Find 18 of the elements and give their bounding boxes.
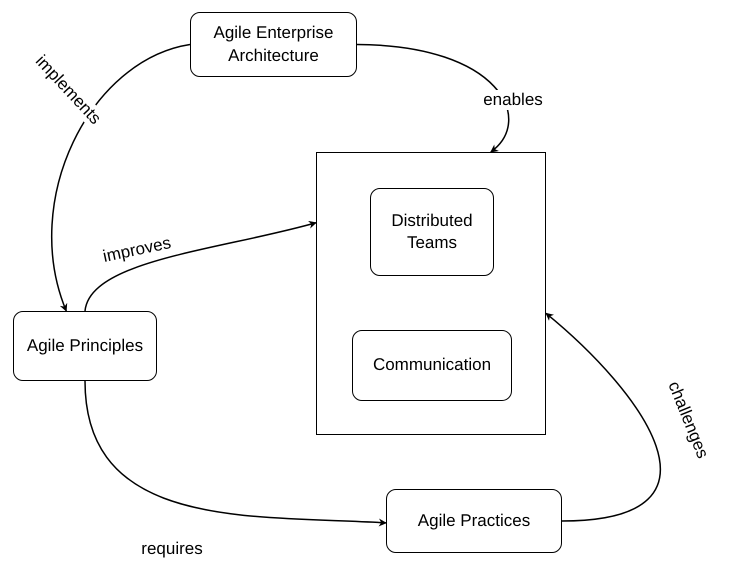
node-label: Distributed Teams <box>390 210 474 254</box>
node-label: Agile Enterprise Architecture <box>212 22 334 66</box>
curved-arrow <box>84 220 317 312</box>
node-label: Agile Principles <box>26 334 144 357</box>
edge-label: requires <box>141 539 203 559</box>
process-box <box>190 12 357 77</box>
curved-arrow <box>545 312 661 522</box>
edge-label: enables <box>483 90 543 110</box>
rounded-box <box>370 188 494 276</box>
node-label: Communication <box>372 354 492 376</box>
rounded-box <box>352 330 512 401</box>
curved-arrow <box>51 44 190 312</box>
container-box <box>316 152 546 435</box>
process-box <box>386 489 562 553</box>
curved-arrow <box>84 380 387 527</box>
process-box <box>13 311 157 381</box>
node-label: Agile Practices <box>418 510 530 532</box>
curved-arrow <box>356 44 510 153</box>
